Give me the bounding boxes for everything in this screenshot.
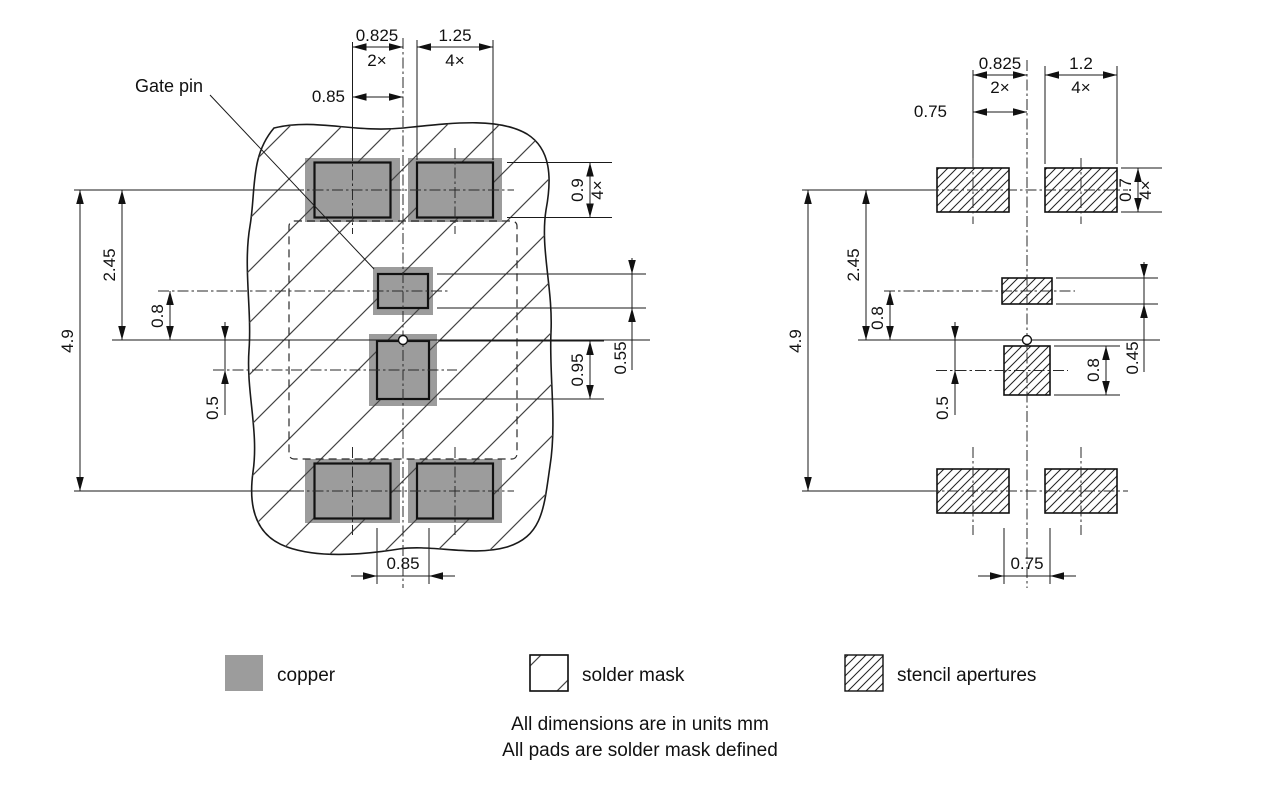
note-mask-defined: All pads are solder mask defined <box>502 740 778 761</box>
dim-corner-opening-height: 0.9 <box>568 178 587 202</box>
centerlines-left <box>112 38 650 588</box>
dim-row-to-center-right: 2.45 <box>844 248 863 281</box>
dim-corner-opening-height-count: 4× <box>588 180 607 199</box>
dimension-lines-right <box>804 71 1148 580</box>
gate-pin-callout: Gate pin <box>135 76 375 270</box>
dim-overall-height: 4.9 <box>58 329 77 353</box>
gate-pin-leader <box>209 94 375 270</box>
gate-pin-label: Gate pin <box>135 76 203 96</box>
copper-mask-figure: 0.825 2× 1.25 4× 0.85 0.9 4× 2.45 0.8 4.… <box>58 26 650 588</box>
note-units: All dimensions are in units mm <box>511 714 769 735</box>
dim-corner-opening-count: 4× <box>445 51 464 70</box>
dim-corner-aperture-height: 0.7 <box>1116 178 1135 202</box>
dim-small-opening-width: 0.825 <box>356 26 399 45</box>
dim-center-opening-height: 0.95 <box>568 353 587 386</box>
legend-item-copper: copper <box>225 655 336 691</box>
dim-center-opening-width: 0.85 <box>386 554 419 573</box>
dim-corner-aperture-height-count: 4× <box>1136 180 1155 199</box>
dim-small-opening-count: 2× <box>367 51 386 70</box>
dim-corner-aperture-count: 4× <box>1071 78 1090 97</box>
extension-lines-left <box>74 40 646 584</box>
dim-gate-to-center: 0.8 <box>148 304 167 328</box>
dim-corner-aperture-width: 1.2 <box>1069 54 1093 73</box>
dim-gate-opening-height: 0.55 <box>611 341 630 374</box>
dim-center-pad-offset: 0.5 <box>203 396 222 420</box>
copper-label: copper <box>277 665 336 686</box>
dim-center-aperture-height: 0.8 <box>1084 358 1103 382</box>
drawing-notes: All dimensions are in units mm All pads … <box>502 714 778 761</box>
dim-gate-aperture-height: 0.45 <box>1123 341 1142 374</box>
copper-swatch <box>225 655 263 691</box>
stencil-swatch <box>844 654 884 692</box>
solder-mask-swatch <box>529 654 569 692</box>
dimension-lines-left <box>76 43 636 580</box>
dim-gate-to-center-right: 0.8 <box>868 306 887 330</box>
dimension-labels-left: 0.825 2× 1.25 4× 0.85 0.9 4× 2.45 0.8 4.… <box>58 26 630 573</box>
dim-column-offset-top-right: 0.75 <box>914 102 947 121</box>
dim-corner-opening-width: 1.25 <box>438 26 471 45</box>
center-mark-right <box>1021 334 1033 346</box>
stencil-label: stencil apertures <box>897 665 1036 686</box>
dim-small-aperture-width: 0.825 <box>979 54 1022 73</box>
legend: copper solder mask stencil apertures <box>225 654 1036 692</box>
legend-item-stencil: stencil apertures <box>844 654 1036 692</box>
dimension-labels-right: 0.825 2× 1.2 4× 0.75 0.7 4× 2.45 0.8 4.9… <box>786 54 1155 573</box>
center-mark <box>397 334 409 346</box>
dim-column-offset-top: 0.85 <box>312 87 345 106</box>
dim-row-to-center: 2.45 <box>100 248 119 281</box>
stencil-figure: 0.825 2× 1.2 4× 0.75 0.7 4× 2.45 0.8 4.9… <box>786 54 1162 588</box>
dim-small-aperture-count: 2× <box>990 78 1009 97</box>
legend-item-solder-mask: solder mask <box>529 654 685 692</box>
solder-mask-label: solder mask <box>582 665 685 686</box>
dim-overall-height-right: 4.9 <box>786 329 805 353</box>
dim-center-aperture-width: 0.75 <box>1010 554 1043 573</box>
dim-center-aperture-offset: 0.5 <box>933 396 952 420</box>
